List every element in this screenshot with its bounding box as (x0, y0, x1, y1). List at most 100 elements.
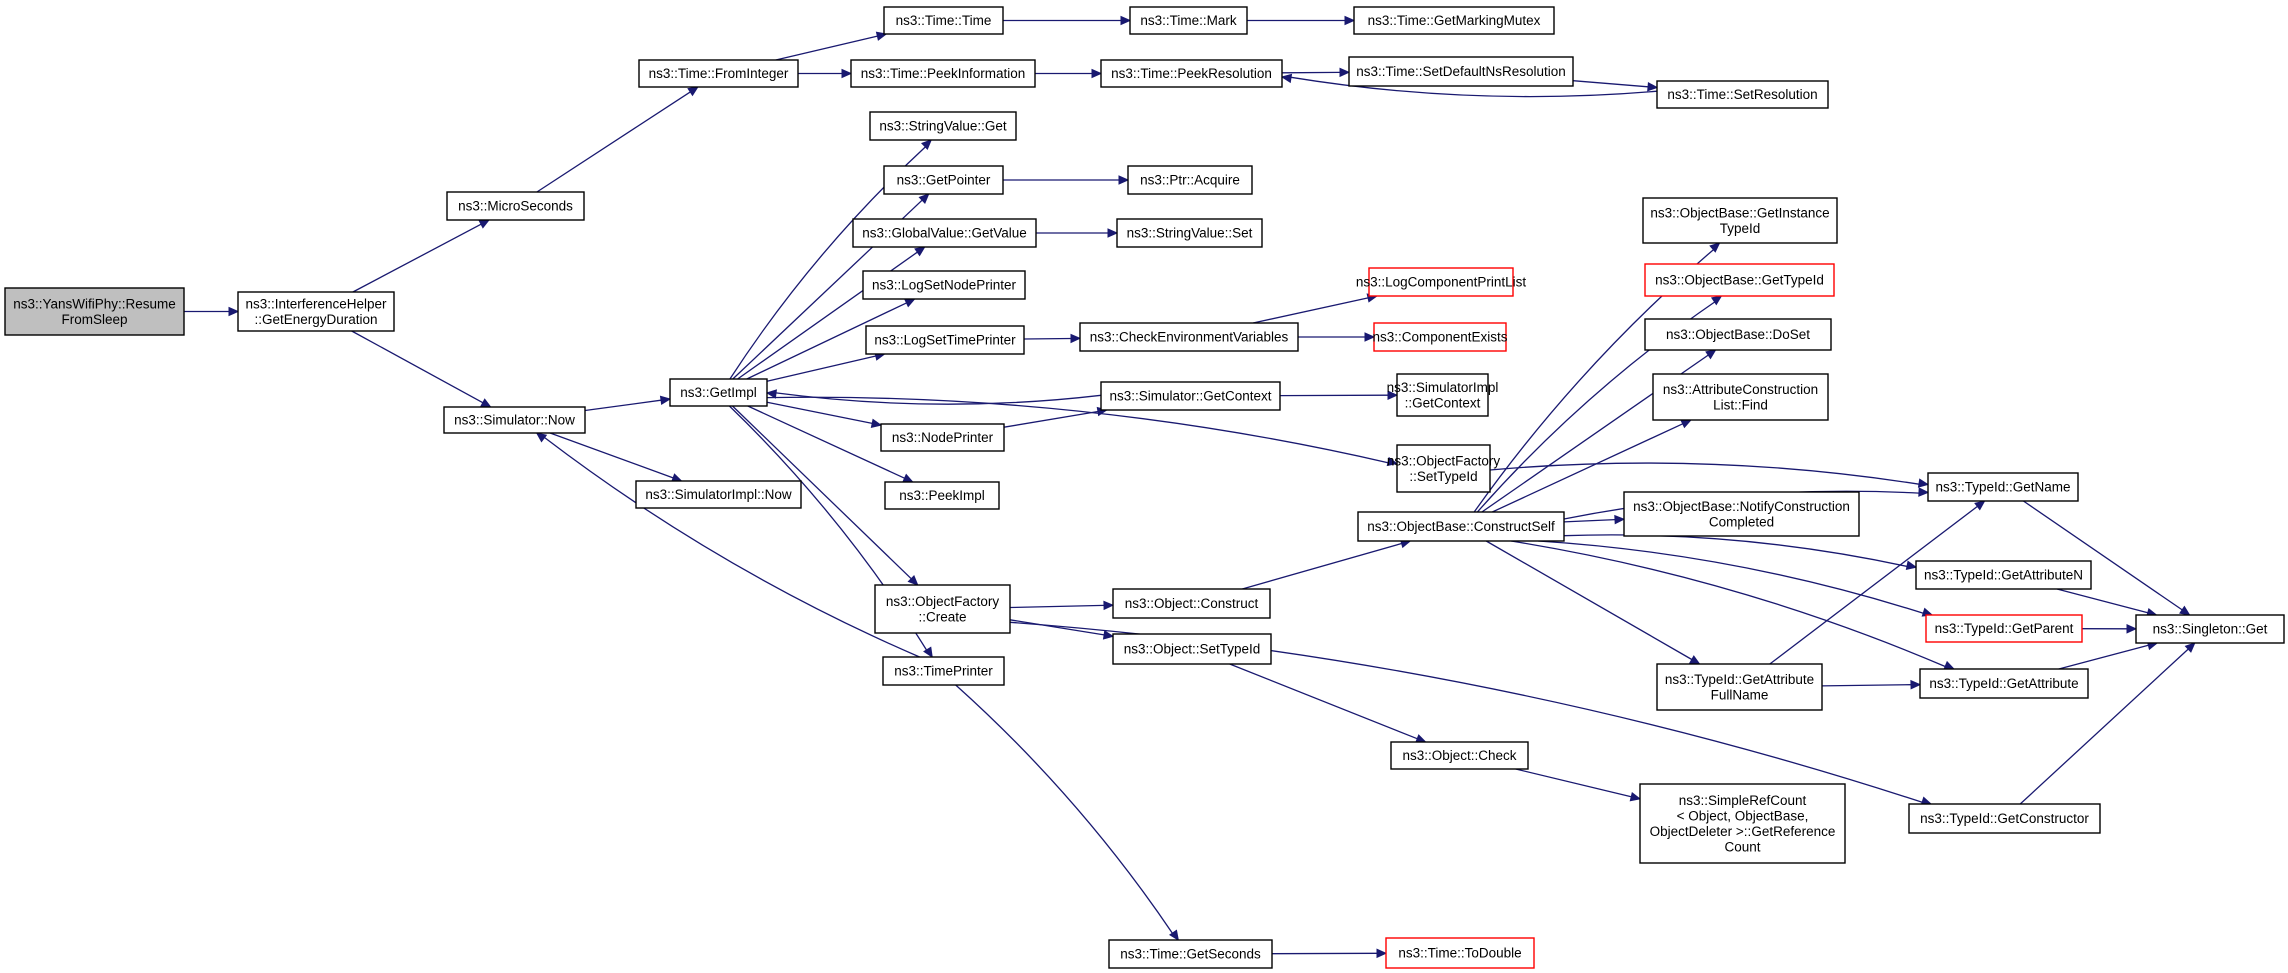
edge-mark-to-getmarkmutex (1247, 15, 1356, 26)
node-tidgetname[interactable]: ns3::TypeId::GetName (1927, 472, 2079, 502)
node-logcomp[interactable]: ns3::LogComponentPrintList (1356, 267, 1527, 297)
node-micro[interactable]: ns3::MicroSeconds (446, 191, 585, 221)
edge-line (1229, 663, 1418, 740)
node-label: ns3::Time::ToDouble (1398, 946, 1521, 961)
node-tidgetattr[interactable]: ns3::TypeId::GetAttribute (1919, 668, 2089, 699)
node-peekinfo[interactable]: ns3::Time::PeekInformation (850, 59, 1036, 88)
node-obconstructself[interactable]: ns3::ObjectBase::ConstructSelf (1357, 511, 1565, 542)
node-peekimpl[interactable]: ns3::PeekImpl (884, 481, 1000, 510)
node-simgetctx[interactable]: ns3::Simulator::GetContext (1100, 381, 1281, 411)
node-box (869, 111, 1017, 141)
node-label: FullName (1711, 687, 1769, 702)
edge-line (1563, 518, 1616, 523)
node-ofcreate[interactable]: ns3::ObjectFactory::Create (874, 584, 1011, 634)
node-todouble[interactable]: ns3::Time::ToDouble (1385, 937, 1535, 969)
arrowhead-icon (1974, 500, 1986, 511)
node-strvalset[interactable]: ns3::StringValue::Set (1116, 218, 1263, 248)
node-logsetnode[interactable]: ns3::LogSetNodePrinter (862, 270, 1026, 300)
edge-line (584, 399, 662, 412)
node-label: ns3::Time::Mark (1140, 13, 1237, 28)
arrowhead-icon (1614, 514, 1626, 525)
node-gvget[interactable]: ns3::GlobalValue::GetValue (852, 218, 1037, 248)
arrowhead-icon (1705, 349, 1717, 360)
node-ofsettype[interactable]: ns3::ObjectFactory::SetTypeId (1387, 444, 1501, 493)
node-objconstruct[interactable]: ns3::Object::Construct (1112, 588, 1271, 619)
node-box (635, 480, 802, 509)
node-label: ns3::StringValue::Set (1127, 226, 1253, 241)
node-setres[interactable]: ns3::Time::SetResolution (1656, 80, 1829, 109)
edge-line (2019, 648, 2189, 805)
node-label: ::GetContext (1405, 395, 1481, 410)
node-ih[interactable]: ns3::InterferenceHelper::GetEnergyDurati… (237, 291, 395, 332)
node-box (1357, 511, 1565, 542)
node-ptracq[interactable]: ns3::Ptr::Acquire (1127, 165, 1253, 195)
node-compexists[interactable]: ns3::ComponentExists (1372, 322, 1508, 352)
node-box (852, 218, 1037, 248)
arrowhead-icon (1387, 390, 1399, 400)
node-getimpl[interactable]: ns3::GetImpl (669, 378, 768, 407)
node-peekres[interactable]: ns3::Time::PeekResolution (1100, 59, 1283, 88)
node-mark[interactable]: ns3::Time::Mark (1129, 6, 1248, 35)
node-label: ::SetTypeId (1409, 469, 1477, 484)
node-obdoset[interactable]: ns3::ObjectBase::DoSet (1644, 318, 1832, 351)
arrowhead-icon (1917, 478, 1930, 488)
arrowhead-icon (228, 306, 240, 317)
edge-fromint-to-peekinfo (797, 68, 853, 79)
arrowhead-icon (1091, 68, 1103, 79)
arrowhead-icon (1102, 630, 1115, 640)
arrowhead-icon (904, 298, 916, 308)
edge-line (746, 302, 907, 380)
arrowhead-icon (1070, 333, 1082, 344)
node-logsettime[interactable]: ns3::LogSetTimePrinter (865, 325, 1025, 355)
node-obnotify[interactable]: ns3::ObjectBase::NotifyConstructionCompl… (1623, 491, 1860, 537)
edge-line (1023, 337, 1072, 340)
node-label: ns3::Simulator::GetContext (1109, 389, 1271, 404)
node-simimplctx[interactable]: ns3::SimulatorImpl::GetContext (1387, 373, 1499, 417)
node-checkenv[interactable]: ns3::CheckEnvironmentVariables (1079, 322, 1299, 352)
edge-line (766, 396, 1389, 464)
node-simimplnow[interactable]: ns3::SimulatorImpl::Now (635, 480, 802, 509)
node-nodeprinter[interactable]: ns3::NodePrinter (880, 423, 1005, 452)
edge-ofcreate-to-objconstruct (1009, 600, 1115, 611)
node-box (1644, 263, 1835, 297)
node-timeprinter[interactable]: ns3::TimePrinter (882, 656, 1005, 686)
node-label: ns3::ObjectFactory (886, 594, 1000, 609)
node-getmarkmutex[interactable]: ns3::Time::GetMarkingMutex (1353, 6, 1555, 35)
node-label: FromSleep (61, 312, 127, 327)
node-obgettypeid[interactable]: ns3::ObjectBase::GetTypeId (1644, 263, 1835, 297)
node-label: ns3::CheckEnvironmentVariables (1090, 330, 1289, 345)
node-box (1396, 444, 1491, 493)
node-label: ns3::TypeId::GetAttributeN (1924, 568, 2083, 583)
node-strvalget[interactable]: ns3::StringValue::Get (869, 111, 1017, 141)
node-setdefns[interactable]: ns3::Time::SetDefaultNsResolution (1348, 56, 1574, 87)
edge-getpointer-to-ptracq (1003, 175, 1130, 185)
edge-ofcreate-to-objsettype (1009, 619, 1115, 640)
node-box (1623, 491, 1860, 537)
node-label: Completed (1709, 514, 1774, 529)
node-label: ns3::Time::GetMarkingMutex (1368, 13, 1541, 28)
node-label: ns3::ObjectBase::ConstructSelf (1367, 519, 1555, 534)
node-objsettype[interactable]: ns3::Object::SetTypeId (1112, 633, 1272, 665)
node-box (1656, 80, 1829, 109)
node-objcheck[interactable]: ns3::Object::Check (1390, 741, 1529, 770)
node-getsec[interactable]: ns3::Time::GetSeconds (1108, 939, 1273, 969)
edge-line (351, 330, 484, 404)
edge-checkenv-to-logcomp (1252, 293, 1379, 324)
node-fromint[interactable]: ns3::Time::FromInteger (638, 59, 799, 88)
node-getpointer[interactable]: ns3::GetPointer (883, 165, 1004, 195)
node-timetime[interactable]: ns3::Time::Time (883, 6, 1004, 35)
node-box (865, 325, 1025, 355)
node-simnow[interactable]: ns3::Simulator::Now (443, 406, 586, 434)
node-label: ns3::Object::Check (1402, 748, 1516, 763)
node-label: ns3::SimpleRefCount (1679, 793, 1807, 808)
node-tidgetctor[interactable]: ns3::TypeId::GetConstructor (1908, 803, 2101, 834)
node-tidgetparent[interactable]: ns3::TypeId::GetParent (1925, 614, 2083, 643)
node-simplerc[interactable]: ns3::SimpleRefCount< Object, ObjectBase,… (1639, 783, 1846, 864)
node-tidgetattrn[interactable]: ns3::TypeId::GetAttributeN (1915, 560, 2092, 590)
node-singleton[interactable]: ns3::Singleton::Get (2135, 614, 2285, 644)
